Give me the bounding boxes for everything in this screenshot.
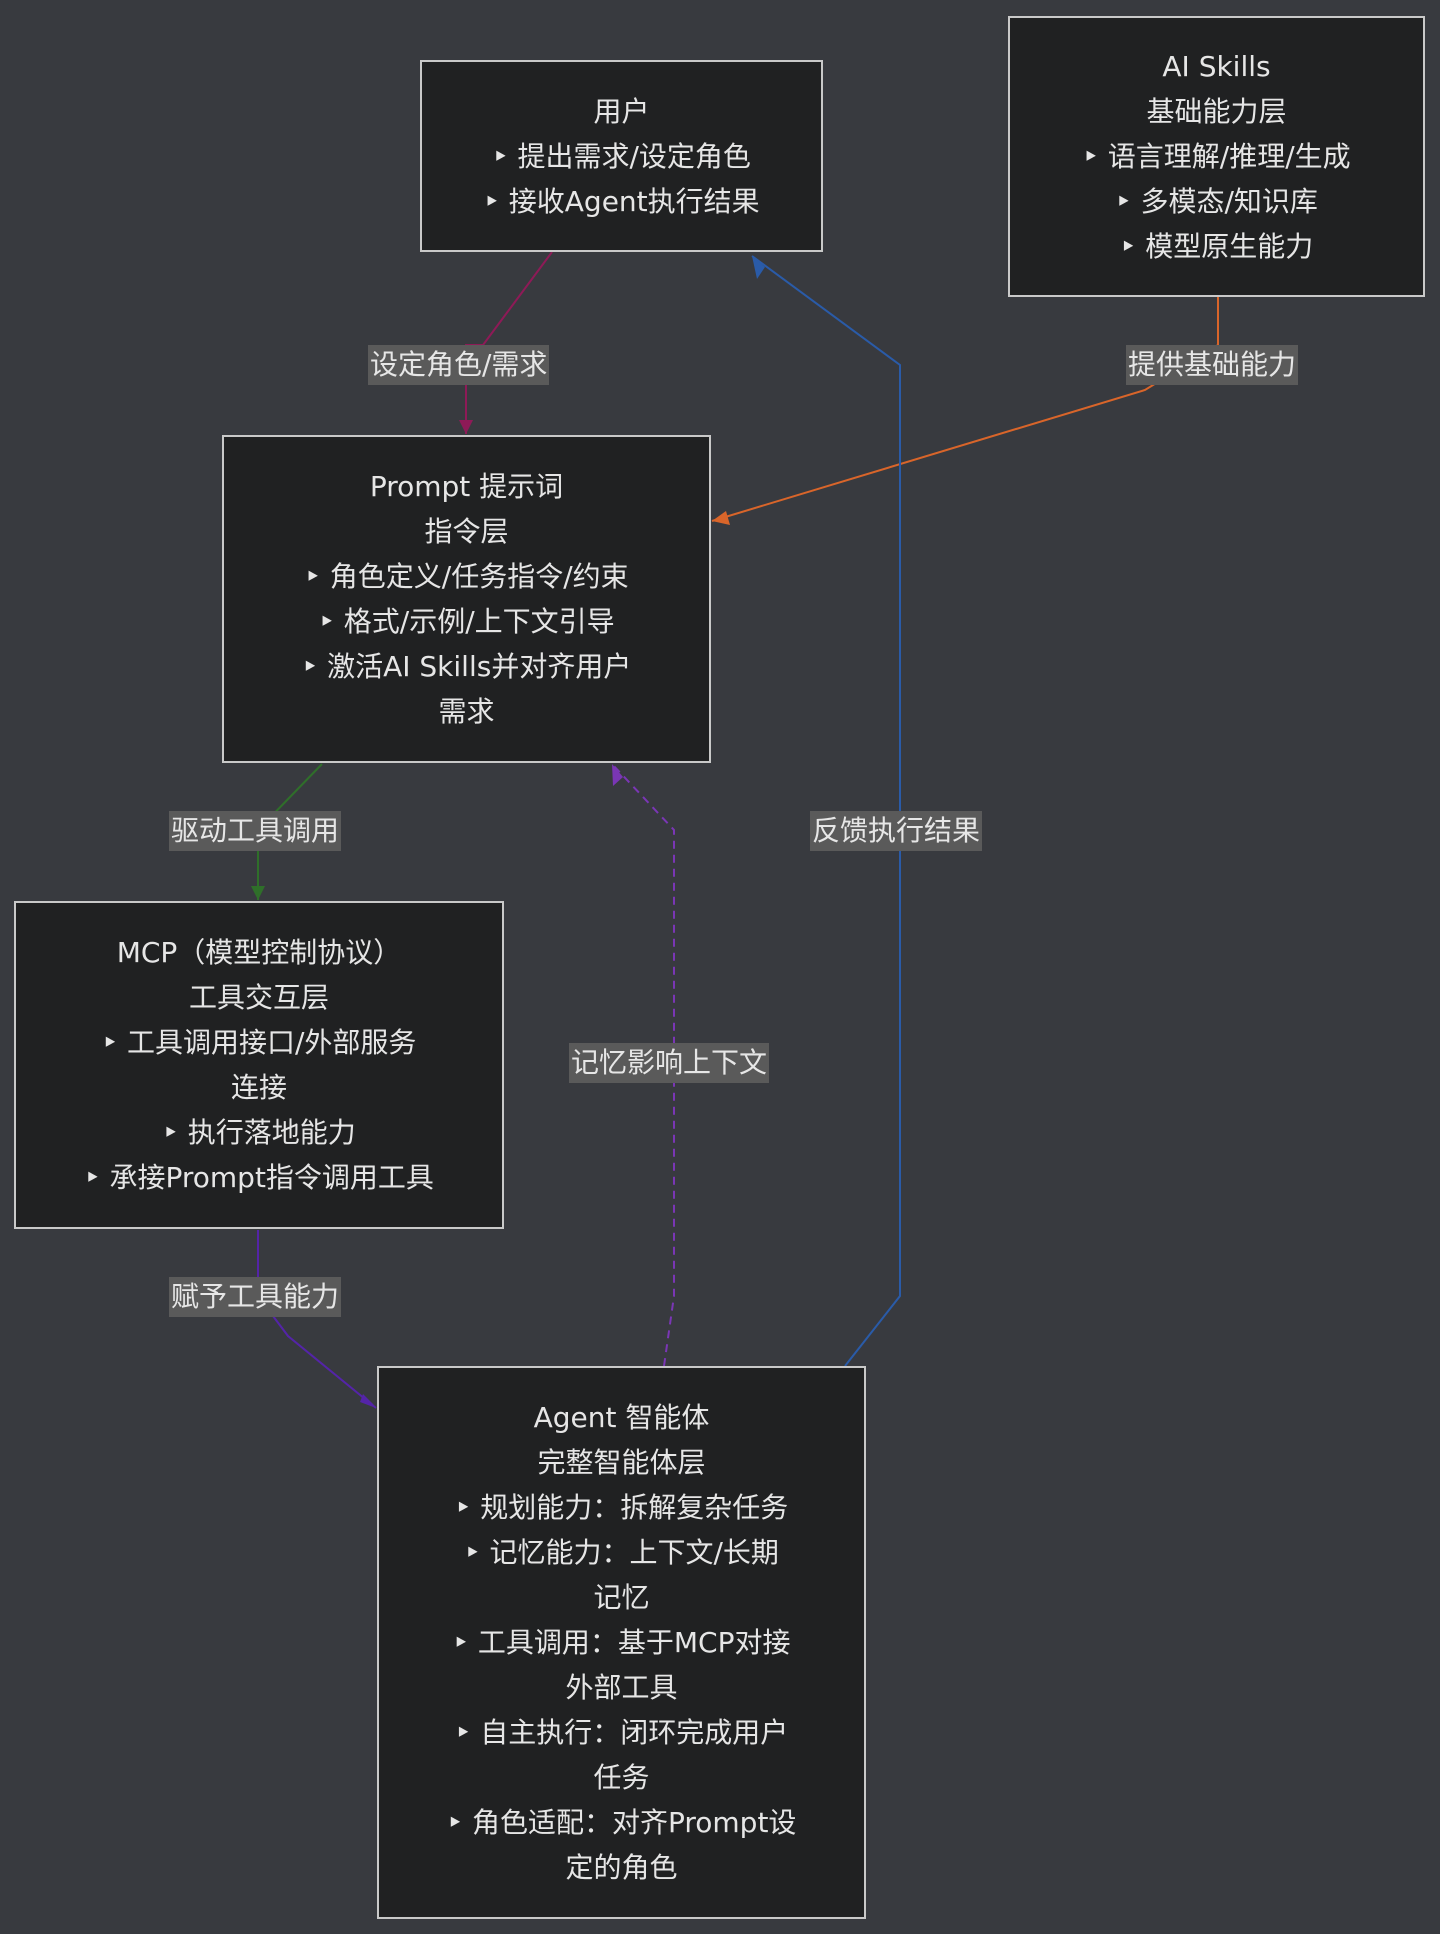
node-line: ‣ 自主执行：闭环完成用户 (454, 1716, 789, 1749)
node-line: ‣ 语言理解/推理/生成 (1082, 140, 1351, 173)
node-line: 任务 (593, 1761, 650, 1794)
node-line: ‣ 角色定义/任务指令/约束 (304, 560, 629, 593)
node-line: 连接 (230, 1071, 287, 1104)
node-line: 用户 (593, 94, 650, 128)
edge-label-grant-tools: 赋予工具能力 (169, 1277, 342, 1317)
node-line: 基础能力层 (1146, 95, 1287, 128)
node-user: 用户 ‣ 提出需求/设定角色 ‣ 接收Agent执行结果 (420, 60, 823, 252)
node-line: ‣ 工具调用：基于MCP对接 (452, 1626, 791, 1659)
node-line: 记忆 (593, 1581, 650, 1614)
edge-provide-skills (711, 295, 1219, 522)
node-line: ‣ 记忆能力：上下文/长期 (464, 1536, 779, 1569)
node-ai-skills: AI Skills 基础能力层 ‣ 语言理解/推理/生成 ‣ 多模态/知识库 ‣ 模型原… (1008, 16, 1425, 297)
node-line: 需求 (438, 695, 495, 728)
node-line: ‣ 模型原生能力 (1119, 230, 1314, 263)
arrowhead-provide-skills (712, 511, 730, 525)
arrowhead-feedback (752, 256, 765, 279)
node-line: AI Skills (1162, 50, 1271, 83)
node-line: ‣ 接收Agent执行结果 (483, 184, 760, 218)
node-line: ‣ 多模态/知识库 (1115, 185, 1318, 218)
node-line: ‣ 提出需求/设定角色 (492, 139, 751, 173)
node-line: ‣ 执行落地能力 (162, 1116, 356, 1149)
node-line: ‣ 格式/示例/上下文引导 (318, 605, 615, 638)
node-line: ‣ 规划能力：拆解复杂任务 (454, 1491, 789, 1524)
node-line: MCP（模型控制协议） (116, 936, 402, 969)
node-line: Prompt 提示词 (369, 470, 564, 503)
node-line: ‣ 承接Prompt指令调用工具 (84, 1161, 434, 1194)
node-line: ‣ 激活AI Skills并对齐用户 (301, 650, 632, 683)
node-line: 外部工具 (565, 1671, 678, 1704)
node-mcp: MCP（模型控制协议） 工具交互层 ‣ 工具调用接口/外部服务连接 ‣ 执行落地能力 ‣… (14, 901, 504, 1229)
arrowhead-memory (612, 764, 623, 786)
edge-set-role (465, 251, 553, 434)
edge-label-memory: 记忆影响上下文 (569, 1043, 770, 1083)
edge-memory (611, 763, 675, 1367)
edge-grant-tools (257, 1230, 377, 1409)
arrowhead-drive-tools (251, 886, 265, 900)
edge-label-drive-tools: 驱动工具调用 (169, 811, 342, 851)
node-agent: Agent 智能体完整智能体层 ‣ 规划能力：拆解复杂任务 ‣ 记忆能力：上下文/长… (377, 1366, 866, 1919)
edge-label-set-role: 设定角色/需求 (368, 345, 550, 385)
arrowhead-set-role (459, 420, 473, 434)
edge-label-feedback: 反馈执行结果 (810, 811, 983, 851)
node-line: 定的角色 (565, 1851, 678, 1884)
node-line: 工具交互层 (188, 981, 329, 1014)
node-prompt: Prompt 提示词指令层 ‣ 角色定义/任务指令/约束 ‣ 格式/示例/上下文引导… (222, 435, 711, 763)
node-line: ‣ 工具调用接口/外部服务 (101, 1026, 417, 1059)
node-line: Agent 智能体 (533, 1401, 710, 1434)
node-line: 完整智能体层 (537, 1446, 706, 1479)
node-line: 指令层 (424, 515, 509, 548)
node-line: ‣ 角色适配：对齐Prompt设 (446, 1806, 797, 1839)
arrowhead-grant-tools (360, 1394, 376, 1408)
edge-label-provide-skills: 提供基础能力 (1126, 345, 1299, 385)
